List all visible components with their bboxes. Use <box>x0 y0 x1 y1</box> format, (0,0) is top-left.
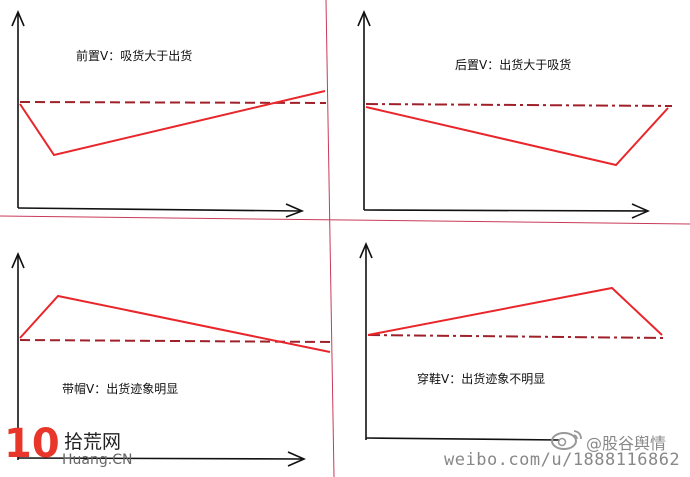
y-axis-arrow <box>359 241 373 259</box>
quadrant-bottom-right <box>359 241 666 441</box>
x-axis-arrow <box>285 203 305 218</box>
x-axis-arrow <box>287 451 306 467</box>
reference-dashed-line <box>365 103 673 107</box>
price-line <box>365 106 669 167</box>
watermark-url: weibo.com/u/1888116862 <box>444 450 681 470</box>
label-front-v: 前置V：吸货大于出货 <box>76 49 193 63</box>
logo-name: 拾荒网 <box>64 431 122 453</box>
price-line <box>19 90 326 157</box>
reference-dashed-line <box>367 334 666 339</box>
divider-horizontal <box>0 215 690 225</box>
x-axis <box>363 209 647 212</box>
divider-vertical <box>325 0 335 477</box>
label-back-v: 后置V：出货大于吸货 <box>455 58 572 72</box>
y-axis-arrow <box>11 9 25 27</box>
price-line <box>19 294 331 353</box>
watermark-handle: @股谷舆情 <box>586 434 667 453</box>
quadrant-top-right <box>357 9 673 219</box>
quadrant-top-left <box>11 9 327 218</box>
label-shoe-v: 穿鞋V：出货迹象不明显 <box>417 372 546 386</box>
x-axis <box>17 207 301 212</box>
x-axis <box>17 457 303 460</box>
quadrant-bottom-left <box>11 251 331 467</box>
logo-number: 10 <box>4 421 60 467</box>
x-axis-arrow <box>631 203 650 219</box>
y-axis-arrow <box>11 251 25 269</box>
x-axis <box>365 437 561 441</box>
price-line <box>367 286 663 336</box>
logo-domain: Huang.CN <box>62 452 133 468</box>
label-hat-v: 带帽V：出货迹象明显 <box>62 382 179 396</box>
weibo-icon <box>551 430 582 450</box>
y-axis-arrow <box>357 9 371 27</box>
